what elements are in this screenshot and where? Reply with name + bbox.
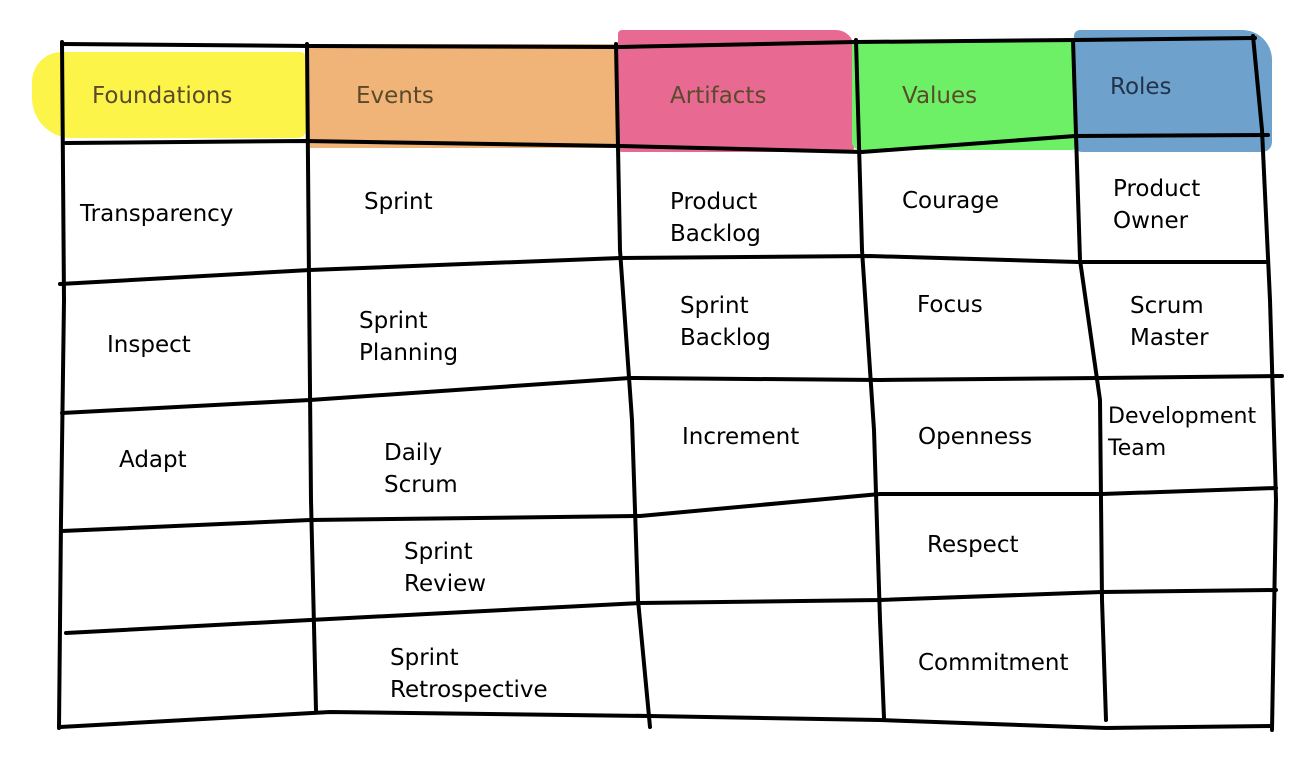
foundation-item: Transparency — [80, 201, 234, 227]
value-item: Respect — [927, 532, 1019, 558]
artifact-item: Increment — [682, 424, 800, 450]
grid-line — [614, 42, 652, 729]
value-item: Commitment — [918, 650, 1069, 676]
artifacts-header-highlight — [618, 30, 854, 152]
event-item: Daily Scrum — [384, 440, 458, 498]
grid-line — [854, 38, 886, 720]
header-roles: Roles — [1110, 74, 1172, 100]
grid-line — [60, 486, 1278, 533]
grid-line — [58, 254, 1270, 286]
value-item: Courage — [902, 188, 1000, 214]
grid-line — [58, 710, 1274, 730]
grid-line — [60, 374, 1284, 415]
artifact-item: Sprint Backlog — [680, 293, 771, 351]
values-header-highlight — [852, 40, 1076, 150]
header-values: Values — [902, 83, 978, 109]
grid-line — [1071, 38, 1108, 722]
events-header-highlight — [306, 44, 618, 148]
grid-line — [60, 36, 1257, 49]
foundations-header-highlight — [32, 52, 306, 138]
value-item: Focus — [917, 292, 983, 318]
role-item: Scrum Master — [1130, 293, 1209, 351]
role-item: Product Owner — [1113, 176, 1201, 234]
grid-line — [305, 42, 318, 712]
header-events: Events — [356, 83, 434, 109]
header-foundations: Foundations — [92, 83, 233, 109]
header-artifacts: Artifacts — [670, 83, 767, 109]
event-item: Sprint — [364, 189, 433, 215]
grid-line — [64, 588, 1278, 635]
artifact-item: Product Backlog — [670, 189, 761, 247]
event-item: Sprint Retrospective — [390, 645, 548, 703]
grid-line — [64, 133, 1270, 154]
foundation-item: Inspect — [107, 332, 191, 358]
event-item: Sprint Review — [404, 539, 487, 597]
foundation-item: Adapt — [119, 447, 187, 473]
event-item: Sprint Planning — [359, 308, 459, 366]
grid-line — [1251, 34, 1278, 732]
roles-header-highlight — [1074, 30, 1272, 152]
grid-line — [57, 40, 66, 730]
role-item: Development Team — [1108, 404, 1257, 461]
value-item: Openness — [918, 424, 1033, 450]
